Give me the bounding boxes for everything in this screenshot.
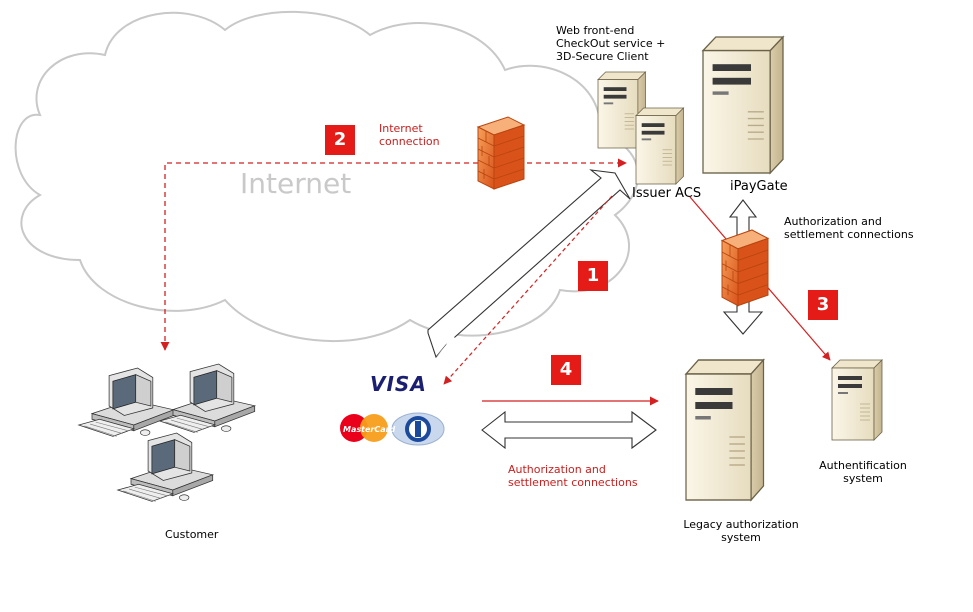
server-icon [831, 359, 883, 441]
label-line: Authorization and [784, 215, 882, 228]
label-line: system [843, 472, 883, 485]
visa-logo: VISA [370, 372, 427, 396]
step-badge-3: 3 [808, 290, 838, 320]
step-badge-2: 2 [325, 125, 355, 155]
server-icon [685, 359, 765, 501]
internet-connection-label: Internet connection [379, 122, 440, 148]
customer-label: Customer [165, 528, 219, 541]
web-frontend-label: Web front-end CheckOut service + 3D-Secu… [556, 24, 665, 63]
link-1-line [443, 195, 613, 385]
label-line: Legacy authorization [683, 518, 799, 531]
label-line: CheckOut service + [556, 37, 666, 50]
label-line: 3D-Secure Client [556, 50, 649, 63]
firewall-icon [477, 116, 525, 190]
label-line: connection [379, 135, 440, 148]
ipaygate-label: iPayGate [730, 179, 788, 194]
computer-icon [159, 363, 256, 433]
label-line: Internet [379, 122, 423, 135]
issuer-acs-label: Issuer ACS [632, 186, 702, 201]
mastercard-logo-text: MasterCard [343, 425, 396, 434]
authentification-system-label: Authentification system [818, 459, 908, 485]
label-line: Web front-end [556, 24, 635, 37]
label-line: Authentification [819, 459, 907, 472]
diners-logo [391, 412, 445, 446]
computer-icon [117, 432, 214, 502]
legacy-authorization-label: Legacy authorization system [682, 518, 800, 544]
label-line: settlement connections [508, 476, 638, 489]
auth-settlement-top-label: Authorization and settlement connections [784, 215, 914, 241]
firewall-icon [721, 229, 769, 307]
label-line: settlement connections [784, 228, 914, 241]
label-line: system [721, 531, 761, 544]
server-icon [702, 36, 784, 174]
double-hollow-arrow-horizontal [481, 410, 657, 450]
auth-settlement-bottom-label: Authorization and settlement connections [508, 463, 638, 489]
label-line: Authorization and [508, 463, 606, 476]
step-badge-1: 1 [578, 261, 608, 291]
computer-icon [78, 367, 175, 437]
server-icon [635, 107, 684, 185]
internet-cloud-label: Internet [240, 167, 352, 200]
mastercard-logo [340, 414, 388, 442]
step-badge-4: 4 [551, 355, 581, 385]
